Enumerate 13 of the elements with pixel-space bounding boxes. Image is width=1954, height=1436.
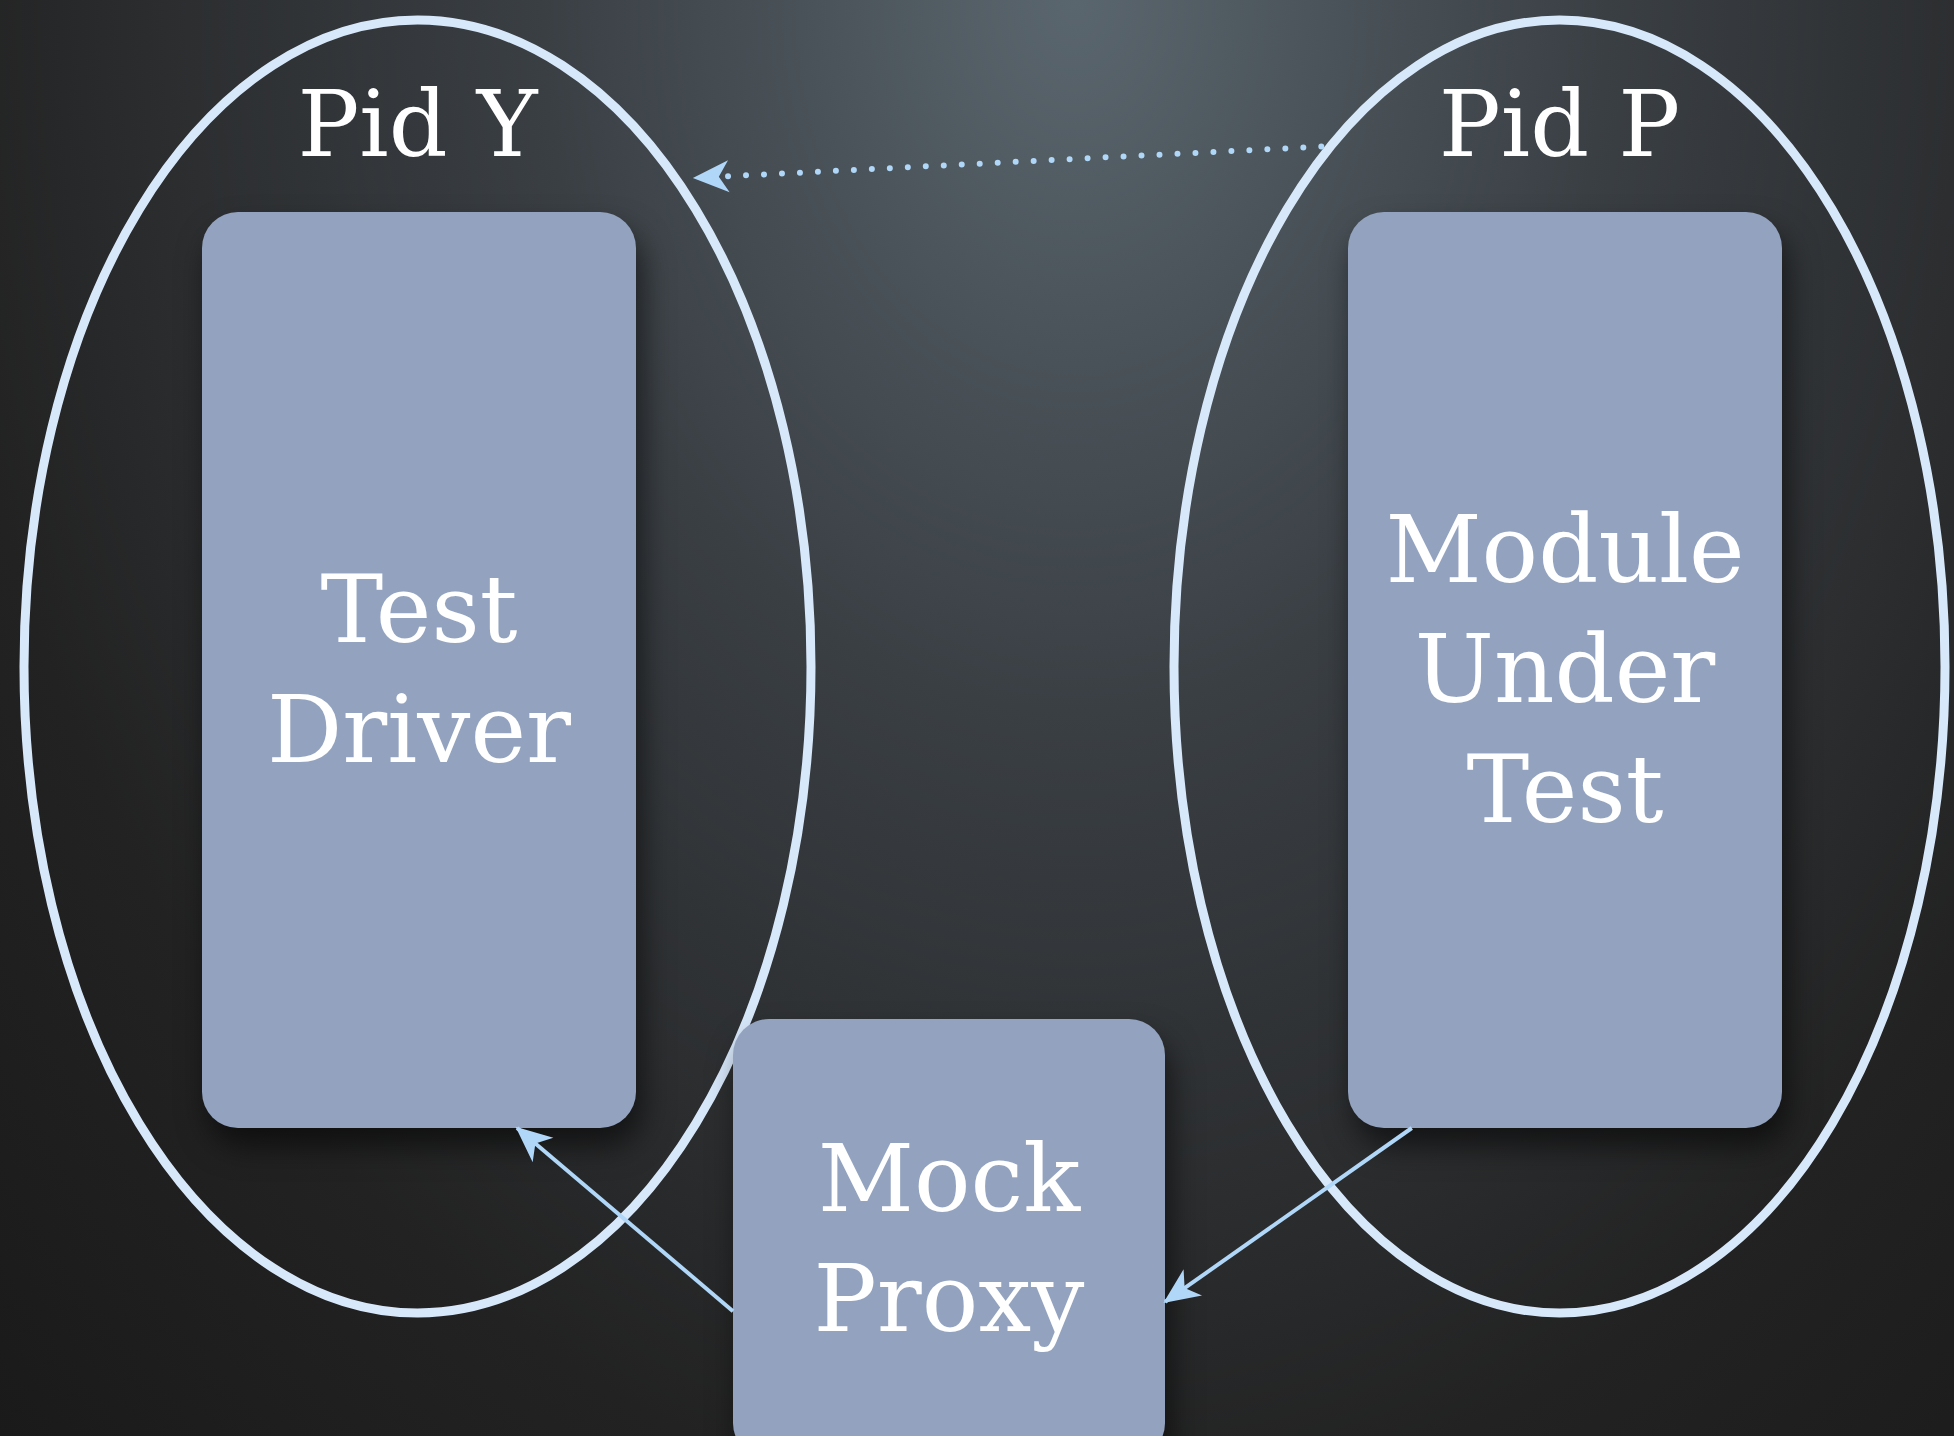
arrow — [515, 1126, 735, 1313]
process-box — [202, 212, 636, 1128]
process-label: Pid P — [1437, 75, 1682, 175]
process-ellipse — [19, 15, 816, 1318]
process-label: Pid Y — [296, 75, 540, 175]
box-label: Mock Proxy — [812, 1123, 1086, 1355]
box-label: Module Under Test — [1384, 494, 1746, 846]
process-box — [733, 1019, 1165, 1436]
arrow — [1163, 1126, 1413, 1304]
arrow — [691, 143, 1325, 193]
box-label: Test Driver — [266, 554, 572, 786]
process-ellipse — [1169, 15, 1950, 1318]
process-box — [1348, 212, 1782, 1128]
